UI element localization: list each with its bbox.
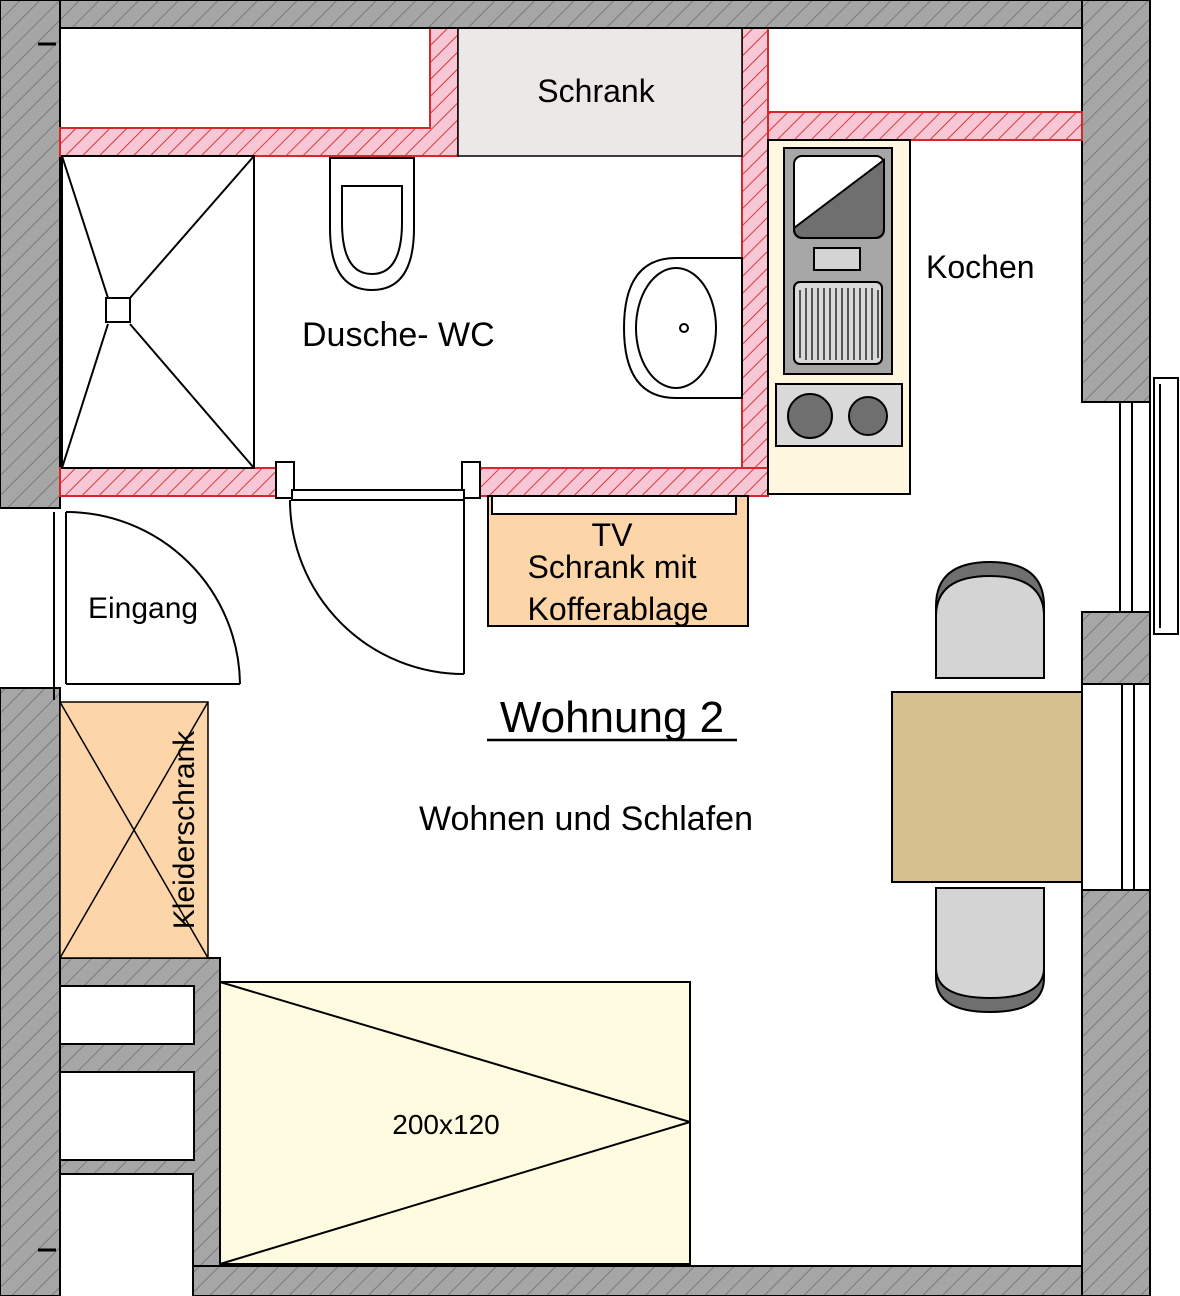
tv-cabinet-label-2: Kofferablage — [528, 591, 709, 627]
kitchen-unit — [767, 139, 911, 495]
tv-label: TV — [592, 517, 634, 553]
partition-top-right — [741, 27, 1083, 141]
outer-walls — [0, 0, 1151, 1296]
window-lower-frame — [1081, 683, 1151, 891]
window-lower — [1081, 683, 1151, 891]
wardrobe-label: Kleiderschrank — [168, 730, 201, 929]
page-title: Wohnung 2 — [500, 693, 724, 742]
entrance-label: Eingang — [88, 592, 198, 625]
niche-1 — [59, 985, 195, 1045]
wardrobe — [59, 701, 209, 959]
bathroom-door — [289, 489, 465, 675]
wall-top — [59, 0, 1083, 29]
wall-bottom — [192, 1265, 1084, 1296]
wall-right-pillar — [1081, 611, 1151, 685]
shower-tray — [61, 155, 255, 469]
shower-drain — [105, 297, 131, 323]
wall-ticks — [38, 42, 56, 1252]
shower — [61, 155, 255, 469]
window-upper — [1119, 377, 1179, 635]
bed — [219, 981, 691, 1265]
partition-bottom-right — [469, 467, 769, 497]
entrance-door — [53, 511, 241, 700]
toilet — [329, 157, 415, 292]
door-frames — [275, 461, 481, 499]
dining-table — [891, 691, 1083, 883]
partition-walls — [59, 27, 1083, 497]
dining-set — [891, 560, 1083, 1014]
wall-right-lower — [1081, 889, 1151, 1296]
inner-outlines — [60, 27, 1082, 1267]
bed-frame — [219, 981, 691, 1265]
wall-left-upper — [0, 0, 61, 509]
room-subtitle: Wohnen und Schlafen — [419, 800, 753, 838]
drainboard — [793, 281, 883, 365]
wall-right-upper — [1081, 0, 1151, 403]
window-upper-frame — [1119, 401, 1151, 613]
closet-top — [457, 27, 743, 157]
bed-size-label: 200x120 — [392, 1109, 499, 1140]
tv-cabinet-label-1: Schrank mit — [528, 549, 697, 585]
wall-left-lower — [0, 687, 61, 1296]
washbasin — [622, 257, 743, 399]
tv-shelf — [491, 495, 737, 515]
partition-vertical — [741, 27, 769, 497]
tv-cabinet — [487, 495, 749, 627]
partition-top-left — [59, 27, 459, 157]
sink-tap — [813, 247, 861, 271]
kitchen-label: Kochen — [926, 249, 1035, 285]
niche-2 — [59, 1071, 195, 1161]
tv-cabinet-body — [487, 495, 749, 627]
closet-top-label: Schrank — [537, 73, 655, 109]
hob-burner-left — [787, 393, 833, 439]
shower-wc-label: Dusche- WC — [302, 316, 495, 354]
window-upper-sill — [1153, 377, 1179, 635]
partition-bottom-left — [59, 467, 279, 497]
wall-niches — [59, 985, 195, 1296]
hob-burner-right — [848, 396, 888, 436]
